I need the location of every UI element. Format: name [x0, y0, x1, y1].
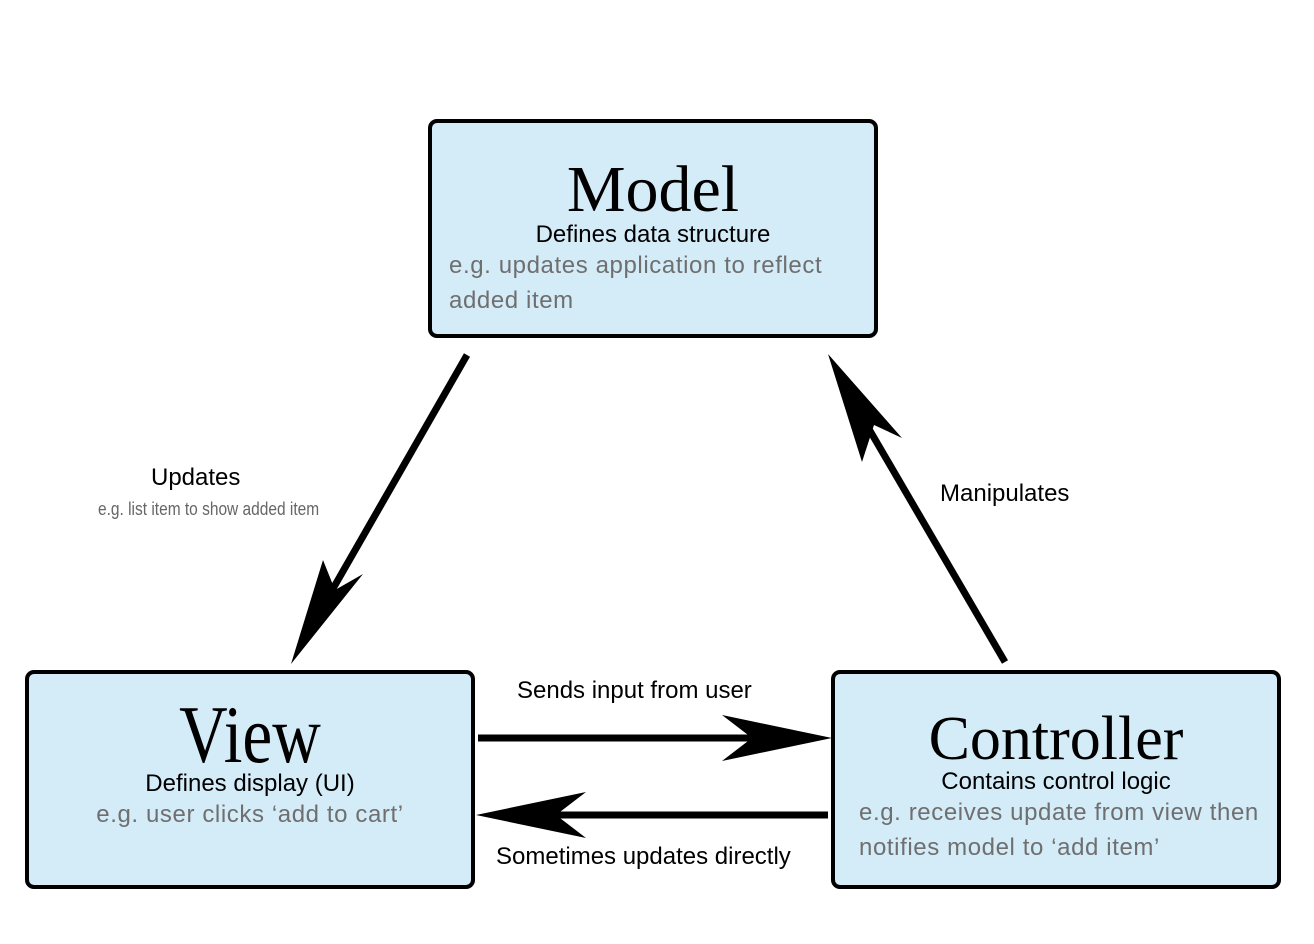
view-subtitle: Defines display (UI) — [145, 770, 355, 797]
model-box: Model Defines data structure e.g. update… — [428, 119, 878, 338]
view-title: View — [179, 689, 321, 780]
controller-subtitle: Contains control logic — [941, 768, 1171, 795]
controller-example: e.g. receives update from view then noti… — [859, 798, 1259, 861]
arrow-sometimes-updates-head — [476, 792, 586, 838]
model-title: Model — [566, 153, 740, 226]
view-example: e.g. user clicks ‘add to cart’ — [96, 800, 404, 828]
model-example: e.g. updates application to reflect adde… — [449, 251, 823, 314]
updates-example: e.g. list item to show added item — [98, 499, 320, 519]
sometimes-updates-label: Sometimes updates directly — [496, 843, 791, 870]
controller-title: Controller — [928, 705, 1184, 773]
arrow-sends-input-head — [722, 715, 832, 761]
arrow-manipulates-head — [828, 354, 902, 462]
manipulates-label: Manipulates — [940, 480, 1070, 507]
updates-label: Updates — [151, 464, 241, 491]
controller-box: Controller Contains control logic e.g. r… — [831, 670, 1281, 889]
arrow-updates-line — [311, 353, 471, 622]
sends-input-label: Sends input from user — [517, 677, 752, 704]
arrow-manipulates-line — [848, 398, 1009, 664]
view-box: View Defines display (UI) e.g. user clic… — [25, 670, 475, 889]
arrow-updates-head — [291, 560, 363, 664]
model-subtitle: Defines data structure — [535, 221, 771, 248]
